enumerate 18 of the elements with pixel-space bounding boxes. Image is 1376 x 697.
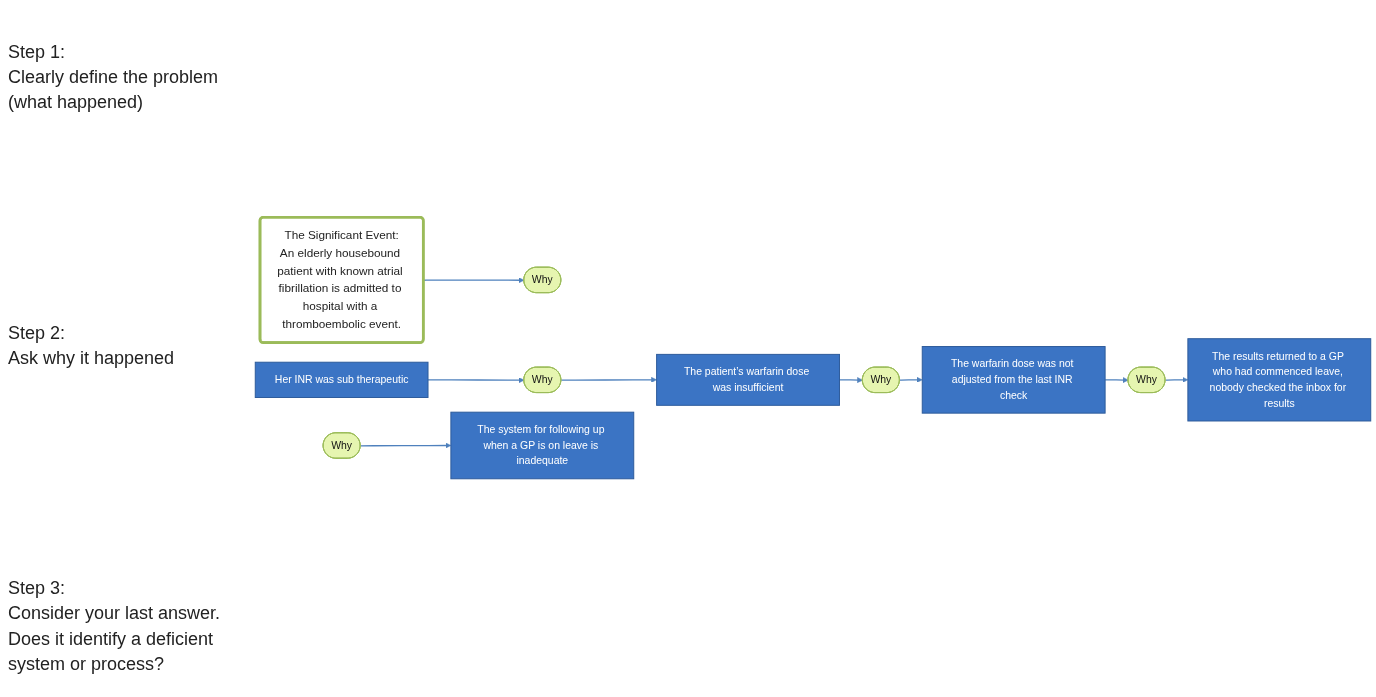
node-box: The system for following up when a GP is on leave is inadequate [450, 412, 635, 480]
step-heading: Step 1: [8, 41, 67, 64]
arrow [1104, 377, 1129, 384]
step-description: Ask why it happened [8, 346, 176, 370]
node-box: The results returned to a GP who had commenced leave, nobody checked the inbox for results [1187, 338, 1372, 422]
node-box: The patient’s warfarin dose was insufficient [656, 354, 840, 407]
arrow [560, 377, 657, 384]
arrow [1164, 377, 1189, 384]
arrow [838, 377, 863, 384]
step-heading: Step 3: [8, 577, 67, 601]
arrow [899, 377, 923, 384]
step-heading: Step 2: [8, 321, 67, 345]
step-description: Consider your last answer. Does it identify a deficient system or process? [8, 602, 222, 676]
arrow [359, 443, 452, 449]
arrow [427, 377, 525, 384]
node-box: Her INR was sub therapeutic [254, 362, 429, 399]
step-description: Clearly define the problem (what happened) [8, 66, 220, 115]
node-box: The warfarin dose was not adjusted from the last INR check [921, 346, 1106, 415]
